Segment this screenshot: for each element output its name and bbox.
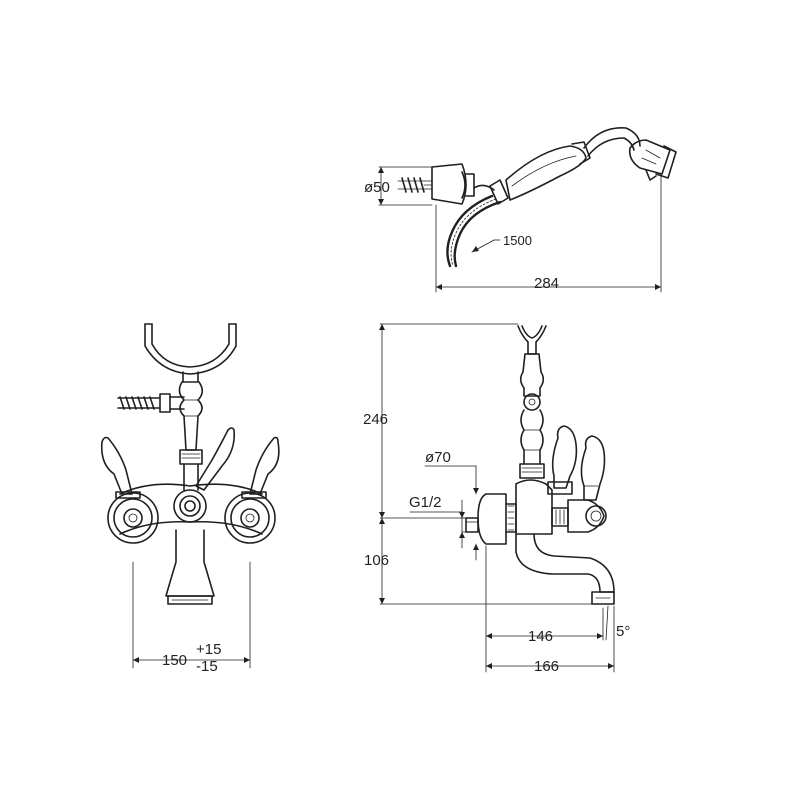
side-front-valve	[567, 435, 607, 533]
label-spout-reach: 146	[528, 628, 553, 645]
label-total-height: 246	[363, 411, 388, 428]
dim-thread: G1/2	[409, 494, 467, 549]
diverter-lever	[195, 427, 236, 491]
dim-total-height: 246	[363, 323, 519, 519]
label-tolerance-plus: +15	[196, 641, 221, 658]
label-total-reach: 166	[534, 658, 559, 675]
dim-spout-reach: 146	[485, 545, 604, 673]
label-thread: G1/2	[409, 494, 442, 511]
fork-holder	[144, 323, 237, 383]
label-body-diameter: ø70	[425, 449, 451, 466]
hand-shower-view: ø50 1500 284	[364, 127, 677, 293]
body-bar	[119, 483, 263, 535]
side-view: 246 106 ø70 G1/2	[363, 323, 630, 675]
dim-spout-angle: 5°	[605, 605, 630, 641]
hose-connector	[117, 393, 185, 413]
dim-head-diameter: ø50	[364, 166, 433, 206]
side-back-valve	[547, 425, 578, 495]
label-spout-angle: 5°	[616, 623, 630, 640]
label-head-diameter: ø50	[364, 179, 390, 196]
front-view: 150 +15 -15	[100, 323, 280, 675]
label-tolerance-minus: -15	[196, 658, 218, 675]
shower-head	[628, 139, 677, 181]
left-valve	[100, 436, 159, 544]
dim-body-diameter: ø70	[424, 449, 479, 561]
column	[178, 381, 204, 491]
front-spout	[165, 529, 215, 605]
label-hose-length: 1500	[503, 233, 532, 248]
shower-handle	[489, 127, 641, 205]
dim-hose-length: 1500	[471, 233, 532, 253]
label-shower-width: 284	[534, 275, 559, 292]
side-fork	[517, 325, 547, 355]
dim-spout-height: 106	[364, 517, 593, 605]
label-center-distance: 150	[162, 652, 187, 669]
side-column	[519, 353, 545, 479]
right-valve	[224, 436, 280, 544]
dim-center-distance: 150 +15 -15	[132, 561, 251, 675]
dim-shower-width: 284	[435, 173, 662, 293]
side-spout	[515, 533, 615, 605]
shower-hose	[446, 184, 502, 268]
dim-total-reach: 166	[485, 605, 615, 675]
label-spout-height: 106	[364, 552, 389, 569]
side-body	[465, 479, 569, 545]
wall-bracket	[397, 163, 475, 205]
